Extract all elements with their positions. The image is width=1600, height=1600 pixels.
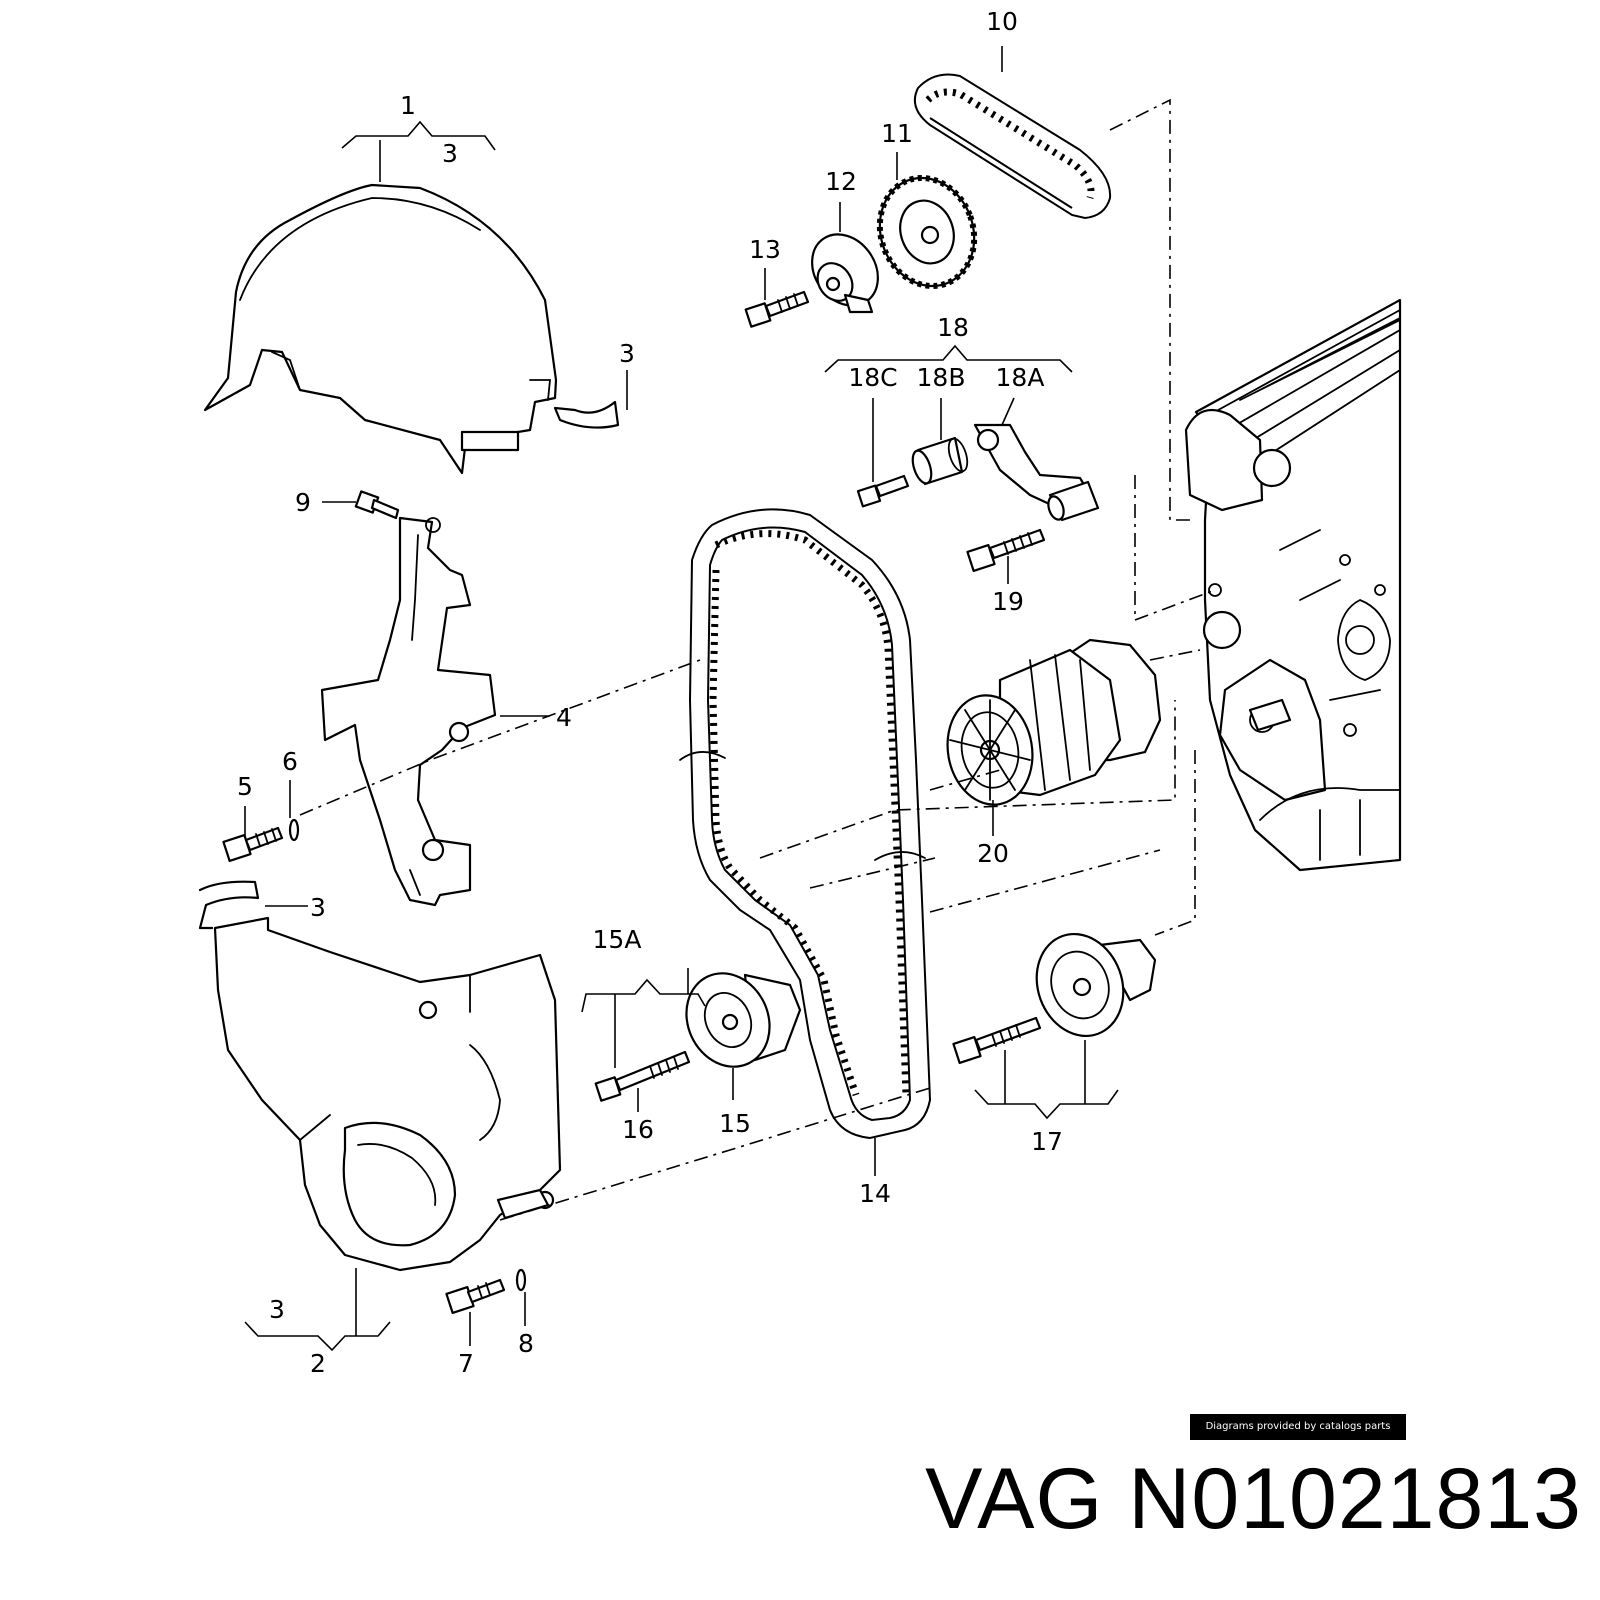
part-number-title: VAG N01021813	[925, 1451, 1582, 1547]
bushing-part-18b	[911, 436, 969, 486]
water-pump-part-20	[946, 638, 1162, 806]
callout-8: 8	[518, 1329, 534, 1358]
callout-3-bottom: 3	[269, 1295, 285, 1324]
callout-3-top: 3	[442, 139, 458, 168]
camshaft-sprocket-part-11	[876, 174, 978, 290]
tensioner-part-15	[685, 972, 802, 1068]
callout-20: 20	[977, 839, 1009, 868]
bolt-part-7	[445, 1278, 506, 1315]
callout-3-cover-clip: 3	[619, 339, 635, 368]
callout-7: 7	[458, 1349, 474, 1378]
bolt-part-9	[354, 490, 400, 520]
callout-5: 5	[237, 772, 253, 801]
callout-4: 4	[556, 703, 572, 732]
bolt-part-16	[594, 1050, 691, 1102]
alignment-lines	[299, 98, 1216, 1221]
bolt-part-5	[222, 826, 284, 863]
bolt-part-19	[966, 528, 1046, 573]
idler-bolt-part-18c	[856, 474, 910, 508]
clip-part-3-lower	[198, 880, 260, 930]
idler-arm-part-18a	[973, 423, 1100, 522]
washer-part-8	[515, 1268, 527, 1292]
callout-18a: 18A	[996, 363, 1045, 392]
lower-timing-cover	[213, 916, 562, 1272]
callout-13: 13	[749, 235, 781, 264]
callout-15a: 15A	[593, 925, 642, 954]
callout-18b: 18B	[917, 363, 966, 392]
callout-19: 19	[992, 587, 1024, 616]
upper-timing-cover	[203, 183, 558, 475]
callout-labels: 1 3 3 9 4 5 6 3 3 2 7 8 10 11 12 13 18 1…	[237, 7, 1063, 1378]
callout-14: 14	[859, 1179, 891, 1208]
short-belt-part-10	[914, 73, 1112, 220]
callout-16: 16	[622, 1115, 654, 1144]
tensioner-pulley-part-12	[811, 233, 879, 314]
leader-lines	[244, 46, 1119, 1352]
bolt-part-17	[952, 1016, 1042, 1065]
callout-1: 1	[400, 91, 416, 120]
rear-timing-guard	[320, 516, 497, 907]
callout-3-left: 3	[310, 893, 326, 922]
callout-12: 12	[825, 167, 857, 196]
engine-block	[1184, 298, 1402, 872]
callout-15: 15	[719, 1109, 751, 1138]
washer-part-6	[288, 818, 300, 842]
callout-2: 2	[310, 1349, 326, 1378]
bolt-part-13	[744, 290, 810, 328]
callout-18: 18	[937, 313, 969, 342]
callout-11: 11	[881, 119, 913, 148]
callout-6: 6	[282, 747, 298, 776]
credit-badge: Diagrams provided by catalogs parts	[1190, 1414, 1406, 1440]
callout-18c: 18C	[848, 363, 897, 392]
timing-belt-part-14	[679, 508, 932, 1140]
clip-part-3-upper	[553, 400, 620, 429]
idler-pulley-part-17	[1035, 932, 1157, 1038]
callout-10: 10	[986, 7, 1018, 36]
callout-9: 9	[295, 488, 311, 517]
callout-17: 17	[1031, 1127, 1063, 1156]
